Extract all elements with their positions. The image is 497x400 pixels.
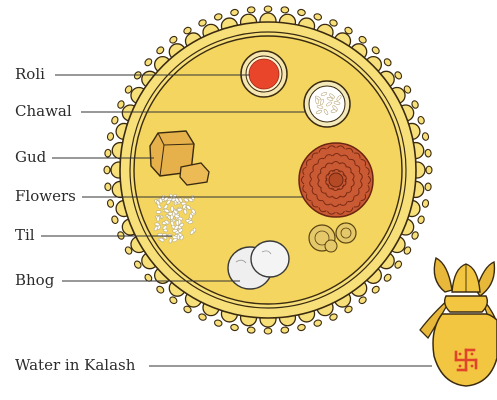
label-gud: Gud: [15, 150, 46, 165]
label-til: Til: [15, 228, 35, 243]
roli-bowl-icon: [241, 51, 287, 97]
marigold-icon: [299, 143, 373, 217]
rice-bowl-icon: [304, 81, 350, 127]
label-roli: Roli: [15, 67, 45, 82]
label-bhog: Bhog: [15, 273, 54, 288]
label-flowers: Flowers: [15, 189, 76, 204]
label-kalash: Water in Kalash: [15, 358, 135, 373]
kalash-icon: [420, 258, 497, 386]
label-chawal: Chawal: [15, 104, 72, 119]
